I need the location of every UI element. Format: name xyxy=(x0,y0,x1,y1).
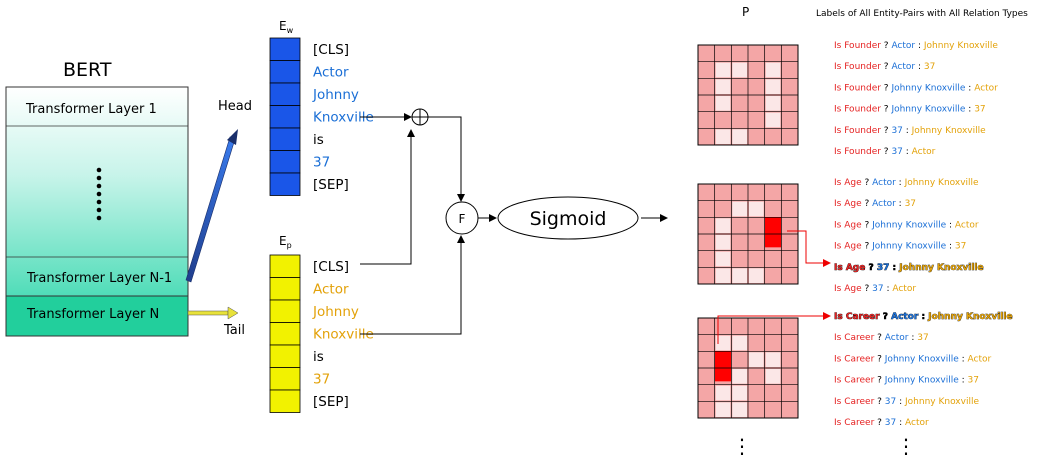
relation-label-row: Is Age ? Actor : 37 xyxy=(834,199,916,209)
relation-label-row: Is Age ? 37 : Johnny Knoxville xyxy=(834,263,984,273)
ep-token-4: is xyxy=(313,349,324,365)
matrix-3-highlight-cell xyxy=(714,351,732,382)
labels-header: Labels of All Entity-Pairs with All Rela… xyxy=(816,9,1028,19)
connector-lines xyxy=(360,113,668,335)
ep-token-1: Actor xyxy=(313,282,349,298)
relation-label-row: Is Career ? 37 : Actor xyxy=(834,418,929,428)
bert-layer-n-minus-1: Transformer Layer N-1 xyxy=(26,271,172,286)
ew-token-3: Knoxville xyxy=(313,110,374,126)
relation-label-row: Is Career ? Johnny Knoxville : Actor xyxy=(834,354,992,364)
highlight-connectors xyxy=(717,230,831,344)
ep-label: Ep xyxy=(279,234,292,250)
ew-cell-4 xyxy=(269,127,301,151)
ep-embedding-column xyxy=(269,254,301,413)
head-label: Head xyxy=(218,99,252,114)
head-arrow xyxy=(185,129,238,283)
ep-token-6: [SEP] xyxy=(313,394,349,410)
matrix-2-highlight-cell xyxy=(764,217,782,248)
relation-label-row: Is Age ? Johnny Knoxville : 37 xyxy=(834,242,966,252)
ep-cell-3 xyxy=(269,322,301,346)
relation-label-list: Is Founder ? Actor : Johnny Knoxville Is … xyxy=(834,41,1013,428)
ew-token-2: Johnny xyxy=(312,87,359,103)
ew-cell-0 xyxy=(269,37,301,61)
ep-token-2: Johnny xyxy=(312,304,359,320)
ep-cell-6 xyxy=(269,389,301,413)
label-ellipsis: ⋮ xyxy=(896,434,916,458)
ep-token-0: [CLS] xyxy=(313,259,349,275)
relation-label-row: Is Founder ? 37 : Actor xyxy=(834,147,936,157)
probability-matrices xyxy=(697,44,799,419)
bert-layer-1: Transformer Layer 1 xyxy=(25,102,157,117)
ep-cell-1 xyxy=(269,277,301,301)
ep-token-3: Knoxville xyxy=(313,327,374,343)
relation-label-row: Is Founder ? Actor : Johnny Knoxville xyxy=(834,41,998,51)
sigmoid-label: Sigmoid xyxy=(530,208,607,230)
ep-cell-5 xyxy=(269,367,301,391)
ew-cell-2 xyxy=(269,82,301,106)
relation-label-row: Is Founder ? 37 : Johnny Knoxville xyxy=(834,126,986,136)
bert-layer-n: Transformer Layer N xyxy=(26,307,159,322)
ep-token-5: 37 xyxy=(313,372,330,388)
ep-cell-0 xyxy=(269,254,301,278)
relation-label-row: Is Founder ? Johnny Knoxville : Actor xyxy=(834,83,998,93)
ew-token-1: Actor xyxy=(313,65,349,81)
ew-cell-6 xyxy=(269,172,301,196)
tail-label: Tail xyxy=(223,323,245,338)
matrix-3 xyxy=(697,317,799,419)
relation-label-row: Is Career ? Actor : Johnny Knoxville xyxy=(834,312,1013,322)
p-label: P xyxy=(742,5,749,19)
relation-label-row: Is Career ? Actor : 37 xyxy=(834,333,929,343)
ep-cell-4 xyxy=(269,344,301,368)
fusion-label: F xyxy=(459,212,466,226)
ew-label: Ew xyxy=(279,19,294,35)
relation-label-row: Is Founder ? Johnny Knoxville : 37 xyxy=(834,105,986,115)
tail-arrow xyxy=(187,306,239,320)
ew-token-6: [SEP] xyxy=(313,177,349,193)
ep-cell-2 xyxy=(269,299,301,323)
bert-block xyxy=(5,86,189,337)
sigmoid-node xyxy=(497,196,639,240)
relation-label-row: Is Career ? 37 : Johnny Knoxville xyxy=(834,397,979,407)
relation-label-row: Is Career ? Johnny Knoxville : 37 xyxy=(834,376,979,386)
ew-token-0: [CLS] xyxy=(313,42,349,58)
relation-label-row: Is Age ? Johnny Knoxville : Actor xyxy=(834,220,979,230)
matrix-ellipsis: ⋮ xyxy=(732,434,752,458)
matrix-1 xyxy=(697,44,799,146)
matrix-2 xyxy=(697,183,799,285)
ew-token-4: is xyxy=(313,132,324,148)
plus-node xyxy=(411,108,429,126)
fusion-node xyxy=(445,201,479,235)
ew-cell-5 xyxy=(269,150,301,174)
ew-cell-1 xyxy=(269,60,301,84)
bert-title: BERT xyxy=(63,59,112,81)
ew-token-5: 37 xyxy=(313,155,330,171)
ew-embedding-column xyxy=(269,37,301,196)
relation-label-row: Is Founder ? Actor : 37 xyxy=(834,62,935,72)
layer-ellipsis-dots xyxy=(96,167,102,221)
relation-label-row: Is Age ? Actor : Johnny Knoxville xyxy=(834,178,979,188)
relation-label-row: Is Age ? 37 : Actor xyxy=(834,284,916,294)
ew-cell-3 xyxy=(269,105,301,129)
